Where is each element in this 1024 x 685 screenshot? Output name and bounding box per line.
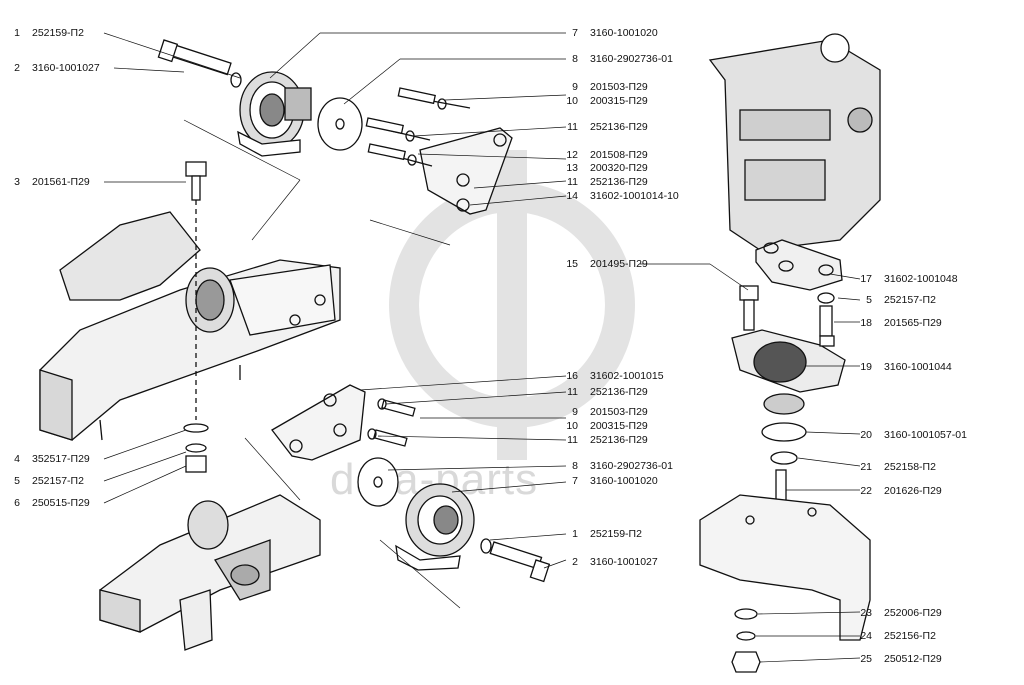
upper-small-bolts-drawing — [365, 87, 447, 166]
right-mount-pad-drawing — [731, 285, 846, 415]
upper-mount-washer-drawing — [317, 97, 363, 151]
lower-bracket-drawing — [271, 384, 366, 461]
upper-mount-bolt-drawing — [157, 39, 242, 88]
frame-bolt-and-nut-drawing — [183, 161, 209, 473]
transmission-housing-drawing — [708, 33, 881, 251]
leader-lines — [103, 32, 861, 663]
lower-small-bolts-drawing — [367, 398, 416, 447]
lower-mount-washer-drawing — [357, 457, 399, 507]
lower-mount-cushion-drawing — [395, 483, 475, 571]
frame-crossmember-drawing — [39, 211, 341, 441]
right-bracket-drawing — [755, 239, 843, 291]
right-bottom-hardware-drawing — [731, 608, 761, 673]
right-washers-drawing — [761, 422, 807, 465]
right-frame-bracket-drawing — [699, 494, 871, 641]
lower-mount-bolt-drawing — [480, 538, 551, 583]
upper-mount-cushion-drawing — [237, 71, 312, 157]
lower-frame-assembly-drawing — [99, 494, 321, 651]
